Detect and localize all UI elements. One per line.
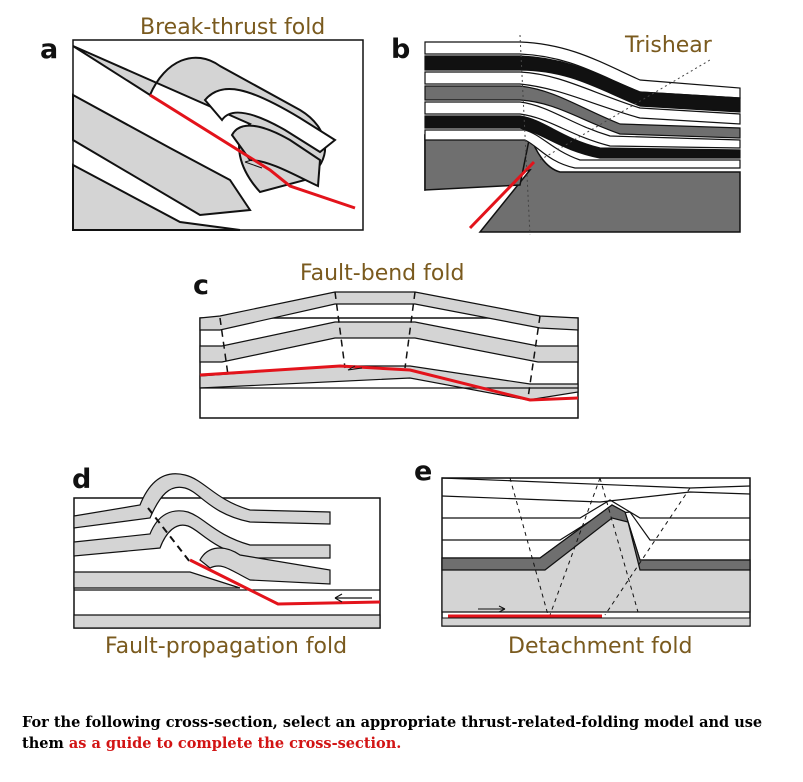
panel-a-diagram: [72, 39, 364, 231]
panel-b-letter: b: [391, 34, 410, 65]
instruction-caption: For the following cross-section, select …: [22, 712, 792, 754]
caption-text: For the following cross-section, select …: [22, 714, 763, 752]
panel-d-letter: d: [72, 464, 91, 495]
panel-c-diagram: [199, 291, 579, 419]
panel-b-diagram: [424, 34, 741, 236]
panel-e-title: Detachment fold: [508, 634, 692, 659]
panel-e-diagram: [441, 477, 751, 627]
caption-highlight: as a guide to complete the cross-section…: [68, 735, 402, 752]
panel-d-title: Fault-propagation fold: [105, 634, 347, 659]
panel-a-letter: a: [40, 34, 58, 65]
panel-c-title: Fault-bend fold: [300, 261, 464, 286]
panel-e-letter: e: [414, 456, 432, 487]
panel-d-diagram: [73, 473, 381, 629]
panel-b-title: Trishear: [624, 33, 713, 58]
panel-c-letter: c: [193, 270, 209, 301]
panel-a-title: Break-thrust fold: [140, 15, 325, 40]
